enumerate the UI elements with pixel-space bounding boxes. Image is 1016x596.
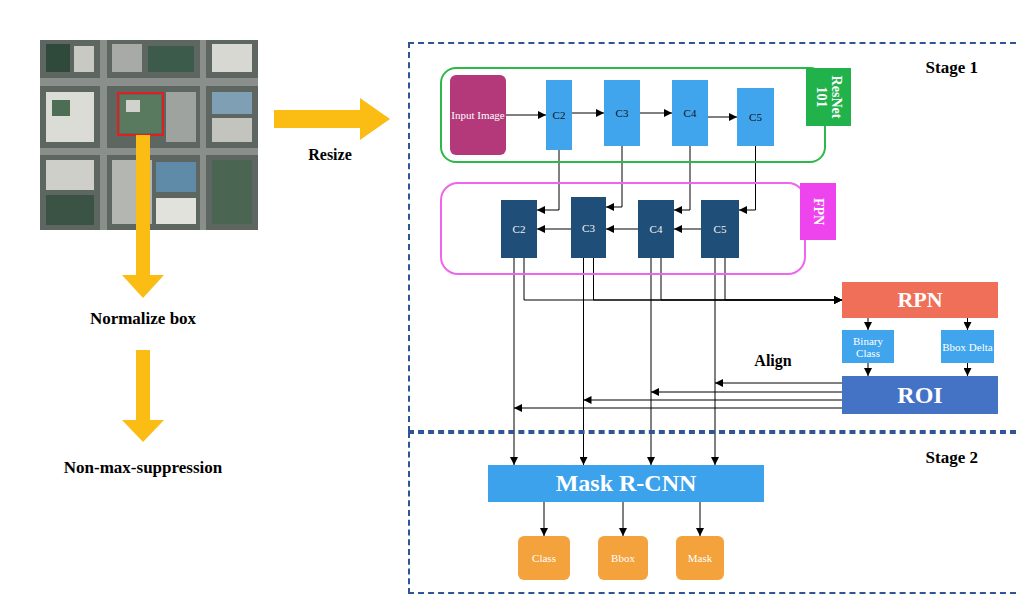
connector-arrow — [594, 258, 843, 300]
node-text: Class — [532, 552, 556, 564]
node-text: ResNet 101 — [814, 75, 844, 120]
align-arrow — [651, 392, 842, 393]
node-text: C3 — [582, 222, 595, 234]
align-arrow — [584, 400, 843, 401]
connector-arrow — [606, 146, 622, 207]
annotation-label: Resize — [270, 146, 390, 164]
pyramid-box: C2 — [501, 200, 537, 258]
connector-arrow — [572, 113, 604, 114]
node-text: Stage 2 — [926, 448, 978, 468]
node-text: C5 — [714, 223, 727, 235]
connector-arrow — [537, 150, 559, 210]
connector-arrow — [544, 502, 545, 536]
node-text: C3 — [616, 107, 629, 119]
node-text: FPN — [811, 194, 826, 230]
connector-arrow — [537, 229, 571, 230]
node-text: Mask R-CNN — [556, 470, 697, 497]
pyramid-box: C5 — [701, 200, 739, 258]
feature-box: C3 — [604, 80, 640, 146]
node-text: C2 — [553, 109, 566, 121]
feature-box: C4 — [672, 80, 708, 146]
node-text: Binary Class — [842, 335, 894, 359]
rpn-box: RPN — [842, 282, 998, 318]
roi-box: ROI — [842, 376, 998, 414]
pyramid-box: C3 — [571, 197, 606, 258]
node-text: RPN — [897, 287, 942, 313]
annotation-label: Normalize box — [30, 309, 256, 329]
node-text: Stage 1 — [926, 58, 978, 78]
connector-arrow — [640, 113, 672, 114]
node-text: C2 — [513, 223, 526, 235]
connector-arrow — [739, 146, 756, 210]
group-tab: FPN — [800, 183, 836, 240]
node-text: Bbox Delta — [942, 341, 992, 353]
node-text: C4 — [684, 107, 697, 119]
node-text: ROI — [897, 382, 942, 409]
annotation-label: Align — [728, 352, 818, 370]
connector-arrow — [506, 115, 546, 116]
node-text: C5 — [749, 111, 762, 123]
node-text: Mask — [688, 552, 712, 564]
output-box: Bbox Delta — [941, 330, 994, 363]
connector-arrow — [674, 146, 690, 210]
fpn-group: FPNC2C3C4C5 — [440, 182, 806, 275]
connector-arrow — [524, 258, 842, 300]
result-box: Class — [518, 536, 570, 580]
backbone-group: ResNet 101Input ImageC2C3C4C5 — [440, 67, 826, 163]
connector-arrow — [700, 502, 701, 536]
annotation-label: Non-max-suppression — [10, 458, 276, 478]
stage-region: Stage 1ResNet 101Input ImageC2C3C4C5FPNC… — [408, 42, 1016, 432]
connector-arrow — [708, 117, 737, 118]
connector-arrow — [674, 229, 701, 230]
feature-box: C2 — [546, 80, 572, 150]
connector-arrow — [661, 258, 842, 300]
input-box: Input Image — [450, 75, 506, 155]
align-arrow — [715, 383, 842, 384]
connector-arrow — [967, 363, 968, 376]
result-box: Bbox — [598, 536, 648, 580]
connector-arrow — [868, 318, 869, 330]
connector-arrow — [725, 258, 842, 300]
head-box: Mask R-CNN — [488, 465, 764, 502]
node-text: Input Image — [451, 109, 504, 122]
connector-arrow — [868, 363, 869, 376]
pyramid-box: C4 — [638, 200, 674, 258]
align-arrow — [514, 408, 842, 409]
feature-box: C5 — [737, 88, 774, 146]
node-text: Bbox — [611, 552, 635, 564]
result-box: Mask — [676, 536, 724, 580]
output-box: Binary Class — [842, 330, 894, 363]
connector-arrow — [623, 502, 624, 536]
stage-region: Stage 2 Mask R-CNN Class Bbox Mask — [408, 432, 1016, 594]
node-text: C4 — [650, 223, 663, 235]
connector-arrow — [606, 229, 638, 230]
group-tab: ResNet 101 — [806, 68, 851, 126]
connector-arrow — [967, 318, 968, 330]
